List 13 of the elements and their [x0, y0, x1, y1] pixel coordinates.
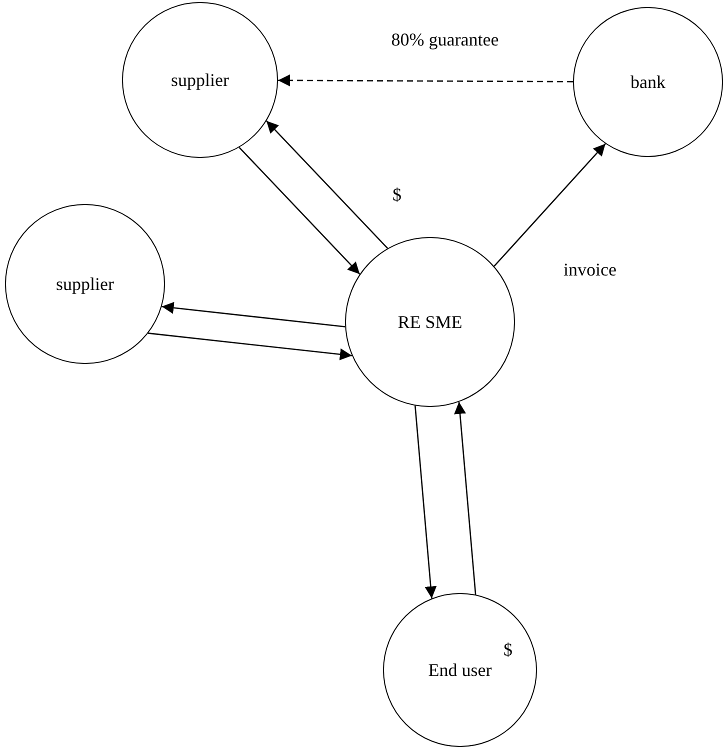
node-label: supplier	[171, 68, 229, 92]
node-label: RE SME	[398, 310, 462, 334]
arrow	[266, 120, 388, 249]
arrow	[414, 406, 437, 598]
node-label: End user	[428, 658, 492, 682]
arrow	[278, 74, 573, 86]
node-label: supplier	[56, 272, 114, 296]
arrow	[238, 146, 360, 275]
arrow	[148, 332, 352, 360]
arrow	[494, 143, 606, 267]
node-label: bank	[630, 70, 666, 94]
arrow	[162, 302, 346, 328]
arrow	[454, 402, 476, 595]
